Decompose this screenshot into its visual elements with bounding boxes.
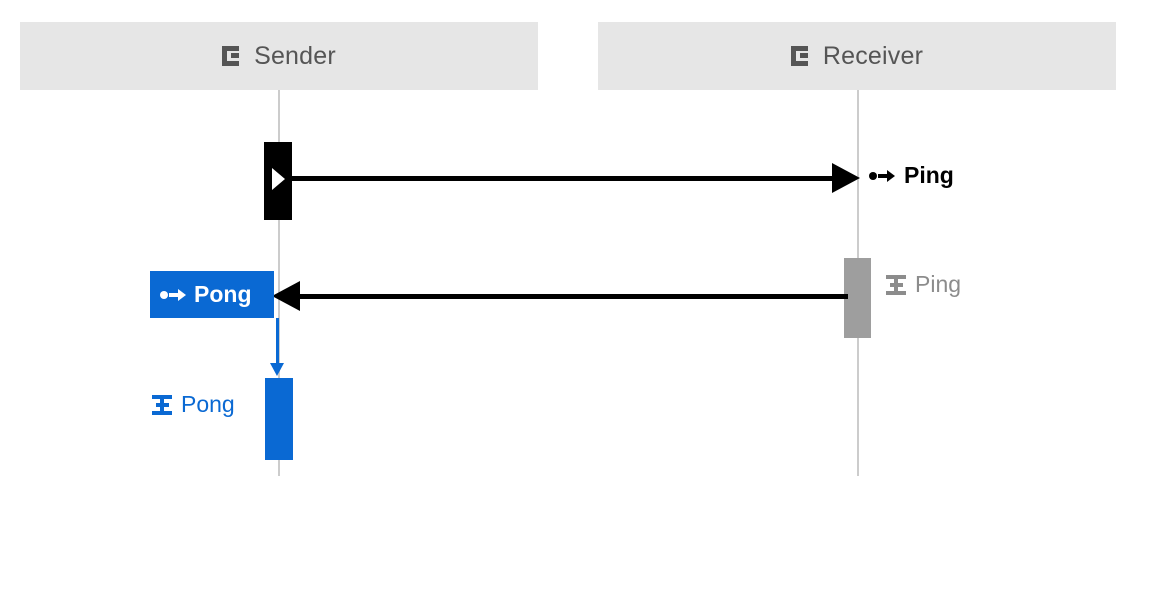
return-line-pong xyxy=(276,318,279,368)
participant-label-receiver: Receiver xyxy=(822,41,924,70)
send-event-icon xyxy=(160,287,186,303)
participant-label-sender: Sender xyxy=(254,41,336,70)
participant-header-sender[interactable]: Sender xyxy=(20,22,538,90)
event-label-text: Pong xyxy=(181,391,235,417)
message-line-pong[interactable] xyxy=(300,294,848,299)
send-event-icon xyxy=(869,168,895,184)
event-label-ping-receive: Ping xyxy=(869,162,954,189)
participant-icon xyxy=(222,45,244,67)
activation-bar-receiver-ping[interactable] xyxy=(844,258,871,338)
event-label-text: Pong xyxy=(194,281,252,307)
activation-bar-sender-pong[interactable] xyxy=(265,378,293,460)
participant-header-receiver[interactable]: Receiver xyxy=(598,22,1116,90)
receive-event-icon xyxy=(886,274,906,296)
arrow-head-ping xyxy=(832,163,860,193)
arrow-head-pong xyxy=(272,281,300,311)
event-label-pong-receive: Pong xyxy=(152,391,235,418)
event-label-pong-send[interactable]: Pong xyxy=(150,271,274,318)
send-event-marker-ping xyxy=(272,168,285,190)
arrow-head-return-pong xyxy=(270,363,284,376)
participant-icon xyxy=(790,45,813,67)
receive-event-icon xyxy=(152,394,172,416)
event-label-receiver-ping: Ping xyxy=(886,271,961,298)
event-label-text: Ping xyxy=(915,271,962,297)
event-label-text: Ping xyxy=(904,162,954,188)
message-line-ping[interactable] xyxy=(292,176,840,181)
